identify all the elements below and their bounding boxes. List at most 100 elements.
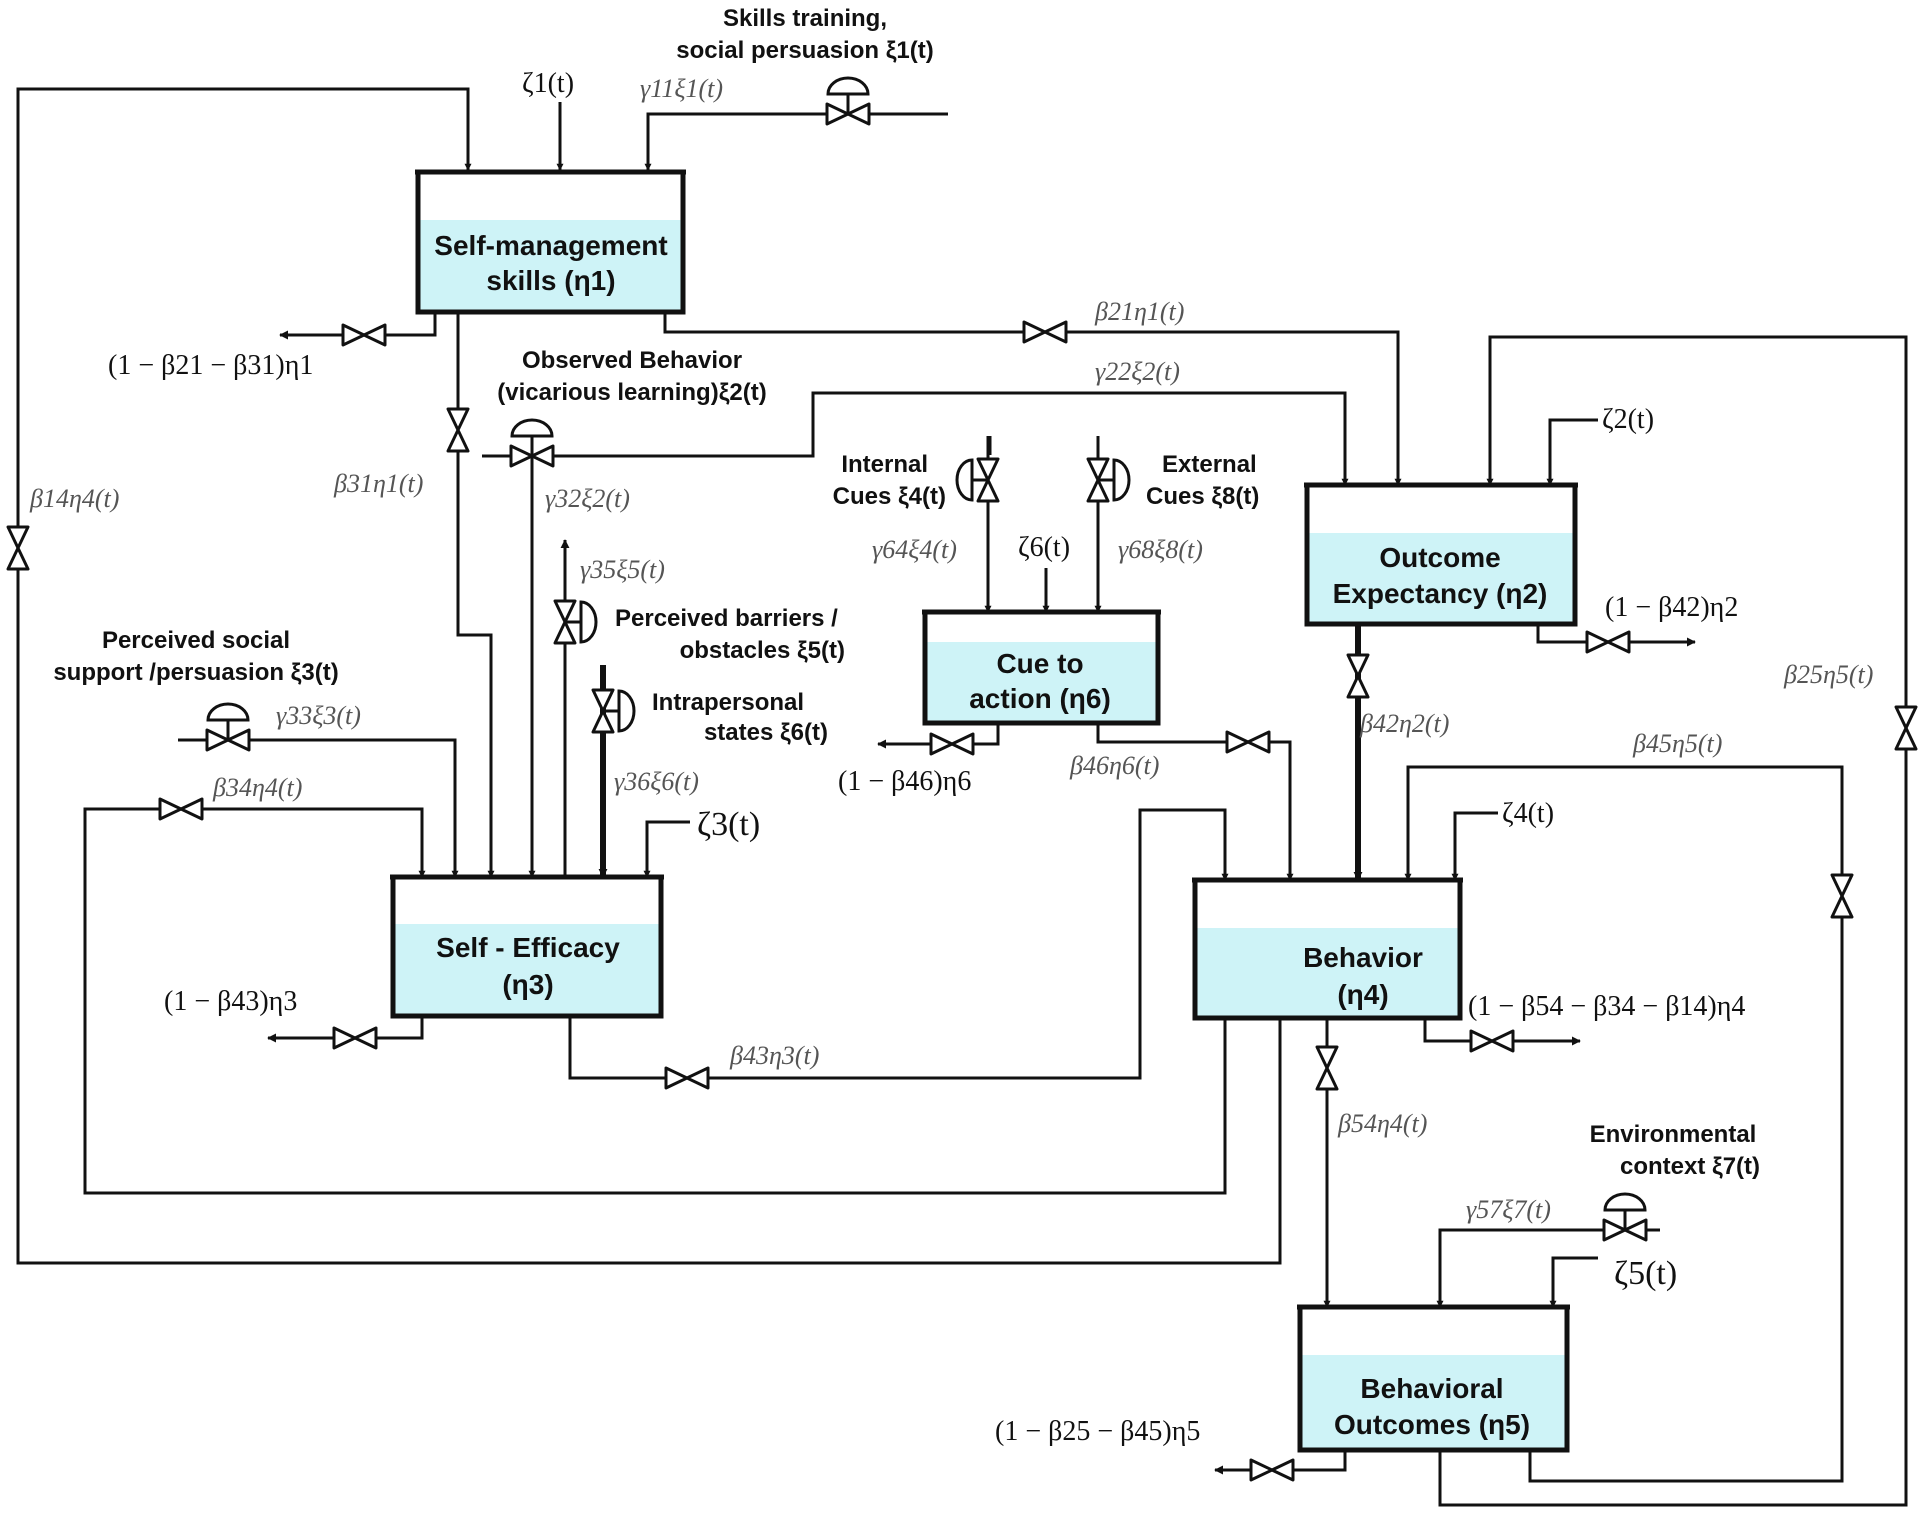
flow-label: β46η6(t) [1069, 751, 1159, 780]
control-valve-icon [205, 702, 251, 752]
tank-cue-to-action: Cue to action (η6) [922, 609, 1161, 726]
valve-icon [1894, 705, 1918, 751]
flow-label: ζ2(t) [1602, 404, 1654, 435]
control-valve-icon [1602, 1192, 1648, 1242]
input-label: Cues ξ8(t) [1146, 483, 1259, 510]
input-label: External [1162, 451, 1257, 478]
flow-label: (1 − β54 − β34 − β14)η4 [1468, 991, 1745, 1022]
flow-label: ζ4(t) [1502, 798, 1554, 829]
valve-icon [1830, 873, 1854, 919]
valve-icon [158, 797, 204, 821]
input-label: context ξ7(t) [1620, 1153, 1760, 1180]
flow-label: β45η5(t) [1632, 729, 1722, 758]
flow-label: ζ5(t) [1614, 1255, 1677, 1292]
flow-gamma11 [644, 112, 948, 171]
tank-outcome-expectancy: Outcome Expectancy (η2) [1304, 482, 1578, 627]
tank-label: (η4) [1337, 979, 1388, 1010]
flow-gamma22 [482, 391, 1349, 486]
flow-beta25 [1438, 335, 1908, 1507]
input-label: Perceived social [102, 627, 290, 654]
tank-label: Behavioral [1360, 1373, 1503, 1404]
flow-gamma57 [1436, 1228, 1660, 1308]
tank-label: action (η6) [969, 683, 1111, 714]
valve-icon [1346, 653, 1370, 699]
flow-beta46 [1096, 723, 1294, 881]
valve-icon [1022, 320, 1068, 344]
flow-label: β54η4(t) [1337, 1109, 1427, 1138]
tank-label: Outcomes (η5) [1334, 1409, 1530, 1440]
flow-zeta4 [1451, 811, 1498, 881]
tank-label: Self - Efficacy [436, 932, 620, 963]
actuated-valve-icon [1086, 457, 1131, 503]
flow-label: β31η1(t) [333, 469, 423, 498]
flow-out-eta3 [267, 1016, 424, 1043]
flow-zeta5 [1549, 1256, 1598, 1308]
control-valve-icon [825, 76, 871, 126]
valve-icon [1315, 1045, 1339, 1091]
flow-label: γ11ξ1(t) [640, 74, 723, 103]
actuated-valve-icon [591, 688, 636, 734]
flow-label: β14η4(t) [29, 484, 119, 513]
valve-icon [341, 323, 387, 347]
tank-label: (η3) [502, 969, 553, 1000]
tank-label: Self-management [434, 230, 667, 261]
tank-label: skills (η1) [486, 265, 615, 296]
flow-out-eta6 [877, 723, 1000, 749]
valve-icon [664, 1066, 710, 1090]
input-label: Environmental [1590, 1121, 1757, 1148]
actuated-valve-icon [553, 599, 598, 645]
flow-label: (1 − β21 − β31)η1 [108, 350, 313, 381]
valve-icon [332, 1026, 378, 1050]
flow-label: ζ3(t) [697, 806, 760, 843]
flow-beta43 [568, 808, 1229, 1080]
input-label: (vicarious learning)ξ2(t) [497, 379, 766, 406]
valve-icon [1249, 1458, 1295, 1482]
input-label: support /persuasion ξ3(t) [53, 659, 338, 686]
input-label: obstacles ξ5(t) [680, 637, 845, 664]
flow-out-eta2 [1536, 624, 1696, 647]
tank-self-efficacy: Self - Efficacy (η3) [390, 874, 664, 1019]
flow-label: γ33ξ3(t) [276, 701, 361, 730]
tank-label: Cue to [996, 648, 1083, 679]
flow-label: ζ1(t) [522, 68, 574, 99]
tank-label: Behavior [1303, 942, 1423, 973]
input-label: social persuasion ξ1(t) [676, 37, 933, 64]
tank-label: Expectancy (η2) [1333, 578, 1548, 609]
tank-behavioral-outcomes: Behavioral Outcomes (η5) [1297, 1304, 1570, 1453]
flow-label: (1 − β43)η3 [164, 986, 297, 1017]
flow-out-eta4 [1423, 1018, 1581, 1046]
tank-self-management: Self-management skills (η1) [415, 169, 686, 315]
flow-label: β21η1(t) [1094, 297, 1184, 326]
input-label: Skills training, [723, 5, 887, 32]
valve-icon [6, 525, 30, 571]
flow-label: γ57ξ7(t) [1466, 1195, 1551, 1224]
tank-behavior: Behavior (η4) [1192, 877, 1463, 1021]
flow-label: ζ6(t) [1018, 532, 1070, 563]
flow-label: (1 − β25 − β45)η5 [995, 1416, 1200, 1447]
actuated-valve-icon [955, 457, 1000, 503]
flow-label: (1 − β46)η6 [838, 766, 971, 797]
flow-label: γ36ξ6(t) [614, 767, 699, 796]
input-label: Observed Behavior [522, 347, 742, 374]
flow-label: γ22ξ2(t) [1095, 357, 1180, 386]
flow-label: γ68ξ8(t) [1118, 535, 1203, 564]
input-label: Perceived barriers / [615, 605, 838, 632]
input-label: Intrapersonal [652, 689, 804, 716]
flow-zeta2 [1546, 418, 1598, 486]
flow-labels: ζ1(t) γ11ξ1(t) (1 − β21 − β31)η1 β21η1(t… [29, 68, 1873, 1447]
flow-beta31 [456, 312, 495, 878]
flow-label: β43η3(t) [729, 1041, 819, 1070]
flow-gamma33 [178, 738, 459, 878]
input-labels: Skills training, social persuasion ξ1(t)… [53, 5, 1760, 1180]
valve-icon [446, 407, 470, 453]
flow-beta14 [16, 87, 1282, 1265]
valve-icon [1225, 730, 1271, 754]
flow-label: γ35ξ5(t) [580, 555, 665, 584]
input-label: states ξ6(t) [704, 719, 828, 746]
flow-label: β42η2(t) [1359, 709, 1449, 738]
flow-beta34 [83, 807, 1227, 1195]
tank-label: Outcome [1379, 542, 1500, 573]
flow-out-eta1 [279, 312, 437, 340]
flow-label: β34η4(t) [212, 773, 302, 802]
